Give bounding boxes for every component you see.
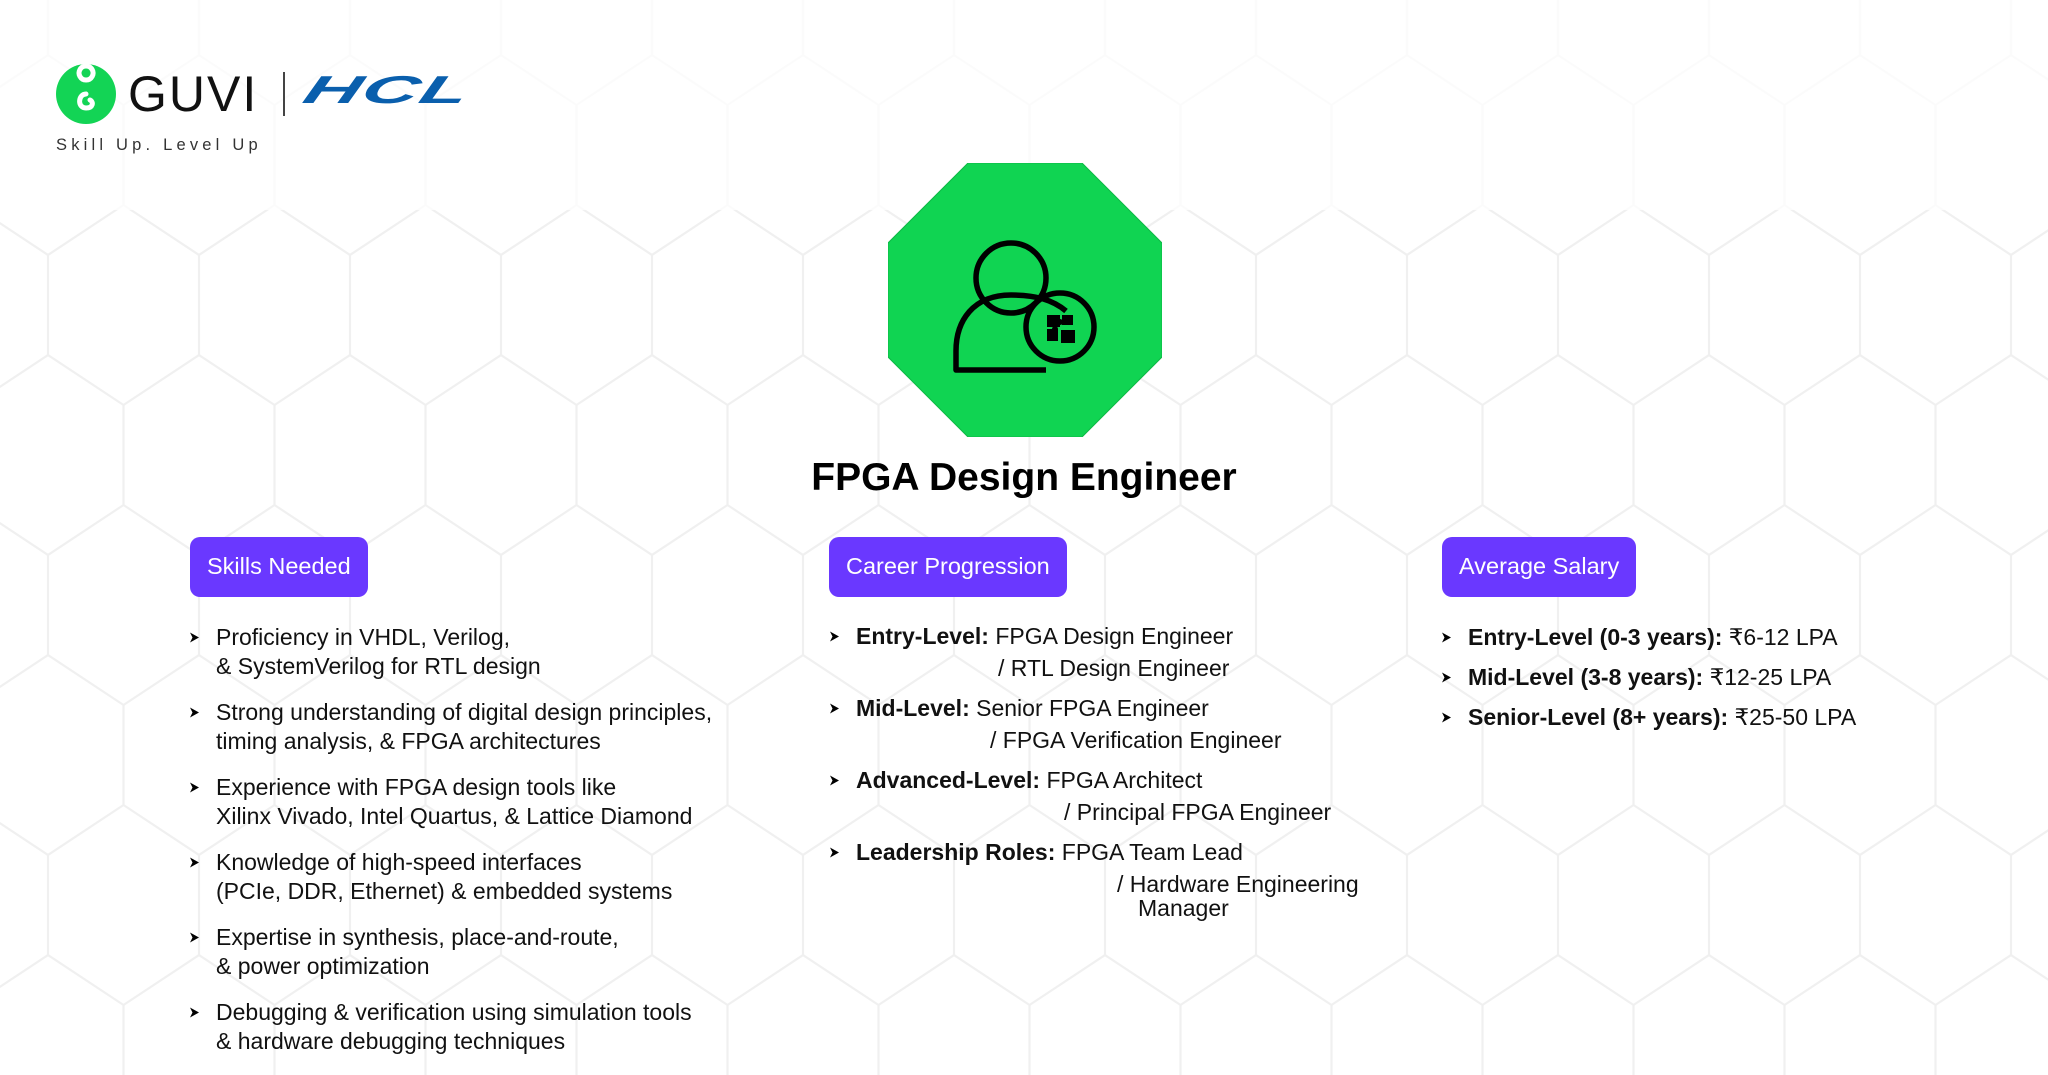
chevron-right-icon bbox=[1442, 712, 1451, 723]
skills-needed-header: Skills Needed bbox=[190, 537, 368, 597]
salary-value: ₹6-12 LPA bbox=[1728, 624, 1838, 650]
career-alt-role: / FPGA Verification Engineer bbox=[990, 727, 1282, 753]
skill-item: Debugging & verification using simulatio… bbox=[190, 998, 692, 1056]
user-puzzle-icon bbox=[953, 240, 1097, 373]
career-role: FPGA Design Engineer bbox=[995, 623, 1234, 649]
salary-level: Senior-Level (8+ years): bbox=[1468, 704, 1729, 730]
chevron-right-icon bbox=[1442, 672, 1451, 683]
career-alt-role: / RTL Design Engineer bbox=[998, 655, 1230, 681]
career-progression-header: Career Progression bbox=[829, 537, 1067, 597]
career-alt-role-continued: Manager bbox=[1138, 895, 1229, 921]
career-item: Entry-Level: FPGA Design Engineer bbox=[830, 622, 1234, 651]
career-alt-role: / Hardware Engineering bbox=[1117, 871, 1359, 897]
salary-level: Entry-Level (0-3 years): bbox=[1468, 624, 1723, 650]
chevron-right-icon bbox=[830, 775, 839, 786]
chevron-right-icon bbox=[830, 847, 839, 858]
career-item: Mid-Level: Senior FPGA Engineer bbox=[830, 694, 1209, 723]
salary-item: Entry-Level (0-3 years): ₹6-12 LPA bbox=[1442, 623, 1838, 652]
career-level: Advanced-Level: bbox=[856, 767, 1041, 793]
chevron-right-icon bbox=[190, 1007, 199, 1018]
chevron-right-icon bbox=[190, 782, 199, 793]
chevron-right-icon bbox=[190, 857, 199, 868]
career-item: Leadership Roles: FPGA Team Lead bbox=[830, 838, 1243, 867]
average-salary-header: Average Salary bbox=[1442, 537, 1637, 597]
career-role: FPGA Team Lead bbox=[1061, 839, 1243, 865]
career-level: Leadership Roles: bbox=[856, 839, 1056, 865]
puzzle-icon bbox=[1047, 315, 1075, 343]
career-role: Senior FPGA Engineer bbox=[976, 695, 1209, 721]
salary-item: Senior-Level (8+ years): ₹25-50 LPA bbox=[1442, 703, 1857, 732]
page-title: FPGA Design Engineer bbox=[811, 456, 1237, 499]
salary-item: Mid-Level (3-8 years): ₹12-25 LPA bbox=[1442, 663, 1832, 692]
salary-value: ₹12-25 LPA bbox=[1709, 664, 1832, 690]
career-item: Advanced-Level: FPGA Architect bbox=[830, 766, 1203, 795]
skill-item: Strong understanding of digital design p… bbox=[190, 698, 712, 756]
brand-tagline: Skill Up. Level Up bbox=[56, 136, 262, 154]
salary-level: Mid-Level (3-8 years): bbox=[1468, 664, 1704, 690]
skill-item: Experience with FPGA design tools like X… bbox=[190, 773, 692, 831]
skill-item: Knowledge of high-speed interfaces (PCIe… bbox=[190, 848, 672, 906]
career-alt-role: / Principal FPGA Engineer bbox=[1064, 799, 1332, 825]
chevron-right-icon bbox=[1442, 632, 1451, 643]
logo-divider bbox=[283, 72, 285, 116]
chevron-right-icon bbox=[830, 703, 839, 714]
hcl-wordmark: HCL bbox=[297, 68, 478, 112]
career-level: Entry-Level: bbox=[856, 623, 989, 649]
chevron-right-icon bbox=[190, 932, 199, 943]
skill-item: Expertise in synthesis, place-and-route,… bbox=[190, 923, 619, 981]
chevron-right-icon bbox=[190, 707, 199, 718]
guvi-wordmark: GUVI bbox=[128, 66, 259, 122]
salary-value: ₹25-50 LPA bbox=[1734, 704, 1857, 730]
role-icon-badge bbox=[887, 162, 1163, 438]
career-level: Mid-Level: bbox=[856, 695, 970, 721]
skill-item: Proficiency in VHDL, Verilog, & SystemVe… bbox=[190, 623, 541, 681]
chevron-right-icon bbox=[190, 632, 199, 643]
guvi-logo-icon bbox=[56, 63, 116, 124]
career-role: FPGA Architect bbox=[1046, 767, 1203, 793]
chevron-right-icon bbox=[830, 631, 839, 642]
